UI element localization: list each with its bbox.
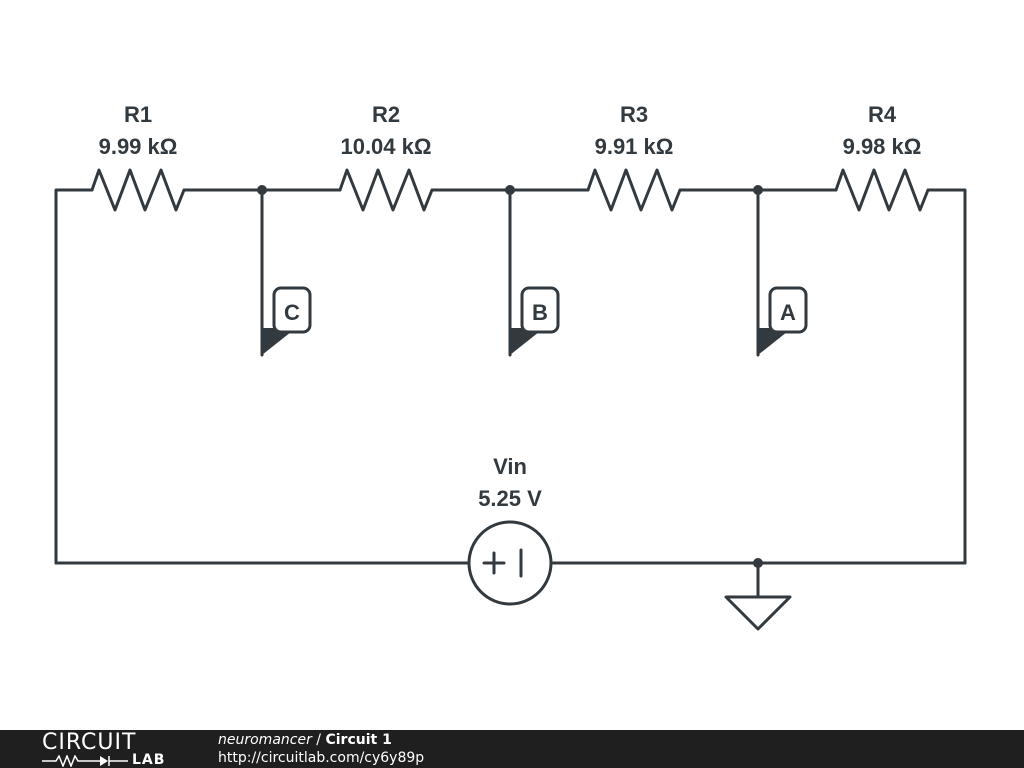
probe-c-label: C xyxy=(284,300,300,325)
voltage-source-icon xyxy=(467,520,553,606)
resistor-r3-name: R3 xyxy=(620,102,648,127)
resistor-r4-value: 9.98 kΩ xyxy=(843,134,922,159)
resistor-r2-name: R2 xyxy=(372,102,400,127)
footer-separator: / xyxy=(316,732,322,748)
footer-bar: CIRCUIT LAB neuromancer / Circuit 1 http… xyxy=(0,730,1024,768)
circuit-schematic: R1 9.99 kΩ R2 10.04 kΩ R3 9.91 kΩ R4 9.9… xyxy=(54,102,967,631)
top-wires xyxy=(54,188,967,565)
footer-author[interactable]: neuromancer xyxy=(218,732,312,748)
footer-title-line: neuromancer / Circuit 1 xyxy=(218,731,424,749)
resistor-r1-value: 9.99 kΩ xyxy=(99,134,178,159)
source-name: Vin xyxy=(493,454,527,479)
resistor-r4-symbol xyxy=(834,168,930,212)
circuitlab-logo[interactable]: CIRCUIT LAB xyxy=(42,730,182,768)
probe-a: A xyxy=(756,188,808,357)
resistor-r4-name: R4 xyxy=(868,102,897,127)
resistor-r2-value: 10.04 kΩ xyxy=(340,134,431,159)
probe-b: B xyxy=(508,188,560,357)
resistor-r1-symbol xyxy=(90,168,186,212)
footer-circuit-title[interactable]: Circuit 1 xyxy=(325,732,392,748)
logo-text-top: CIRCUIT xyxy=(42,730,137,755)
source-value: 5.25 V xyxy=(478,486,542,511)
logo-text-bottom: LAB xyxy=(132,752,166,768)
voltage-source xyxy=(467,520,553,606)
footer-info: neuromancer / Circuit 1 http://circuitla… xyxy=(218,731,424,767)
probe-a-label: A xyxy=(780,300,796,325)
resistor-r3-symbol xyxy=(586,168,682,212)
ground-icon xyxy=(724,561,792,631)
resistor-r1-name: R1 xyxy=(124,102,152,127)
probe-b-label: B xyxy=(532,300,548,325)
logo-resistor-icon xyxy=(42,755,128,767)
probe-c: C xyxy=(260,188,312,357)
resistor-r2-symbol xyxy=(338,168,434,212)
resistor-r3-value: 9.91 kΩ xyxy=(595,134,674,159)
footer-url[interactable]: http://circuitlab.com/cy6y89p xyxy=(218,750,425,766)
